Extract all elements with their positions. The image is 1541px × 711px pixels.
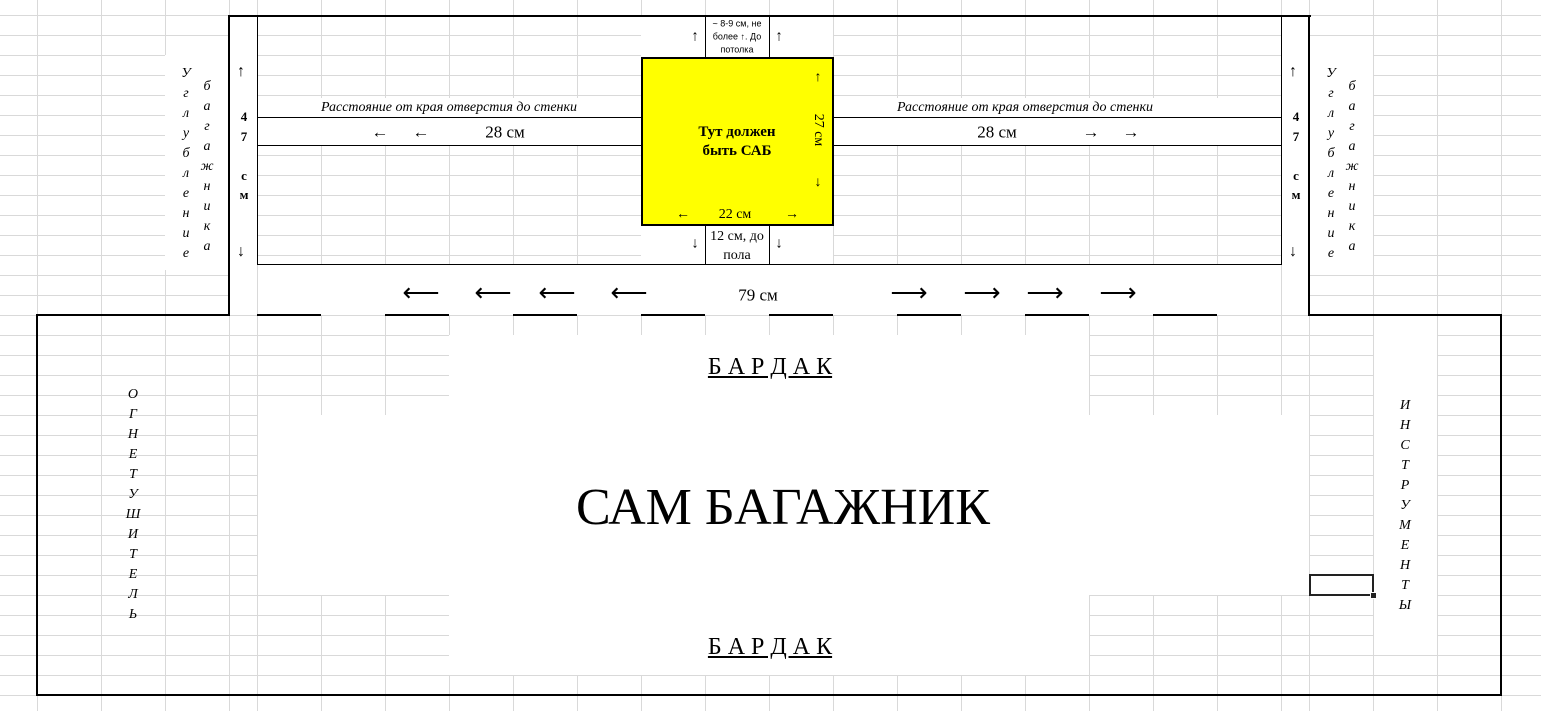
arrow-left-icon: ← [412, 122, 430, 142]
left-distance-value: 28 см [485, 122, 525, 142]
arrow-right-icon: → [1122, 122, 1140, 142]
trunk-recess-left-border [228, 15, 230, 316]
trunk-label: САМ БАГАЖНИК [576, 479, 990, 536]
grid-row-line [0, 675, 1541, 676]
arrow-down-icon: ↓ [775, 235, 783, 252]
right-distance-caption: Расстояние от края отверстия до стенки [896, 100, 1154, 115]
arrow-up-icon: ↑ [1289, 63, 1297, 80]
merged-cell [1282, 17, 1309, 315]
trunk-left-border [36, 314, 38, 696]
border-line [705, 224, 706, 265]
arrow-up-icon: ↑ [691, 28, 699, 45]
trunk-top-border [1308, 314, 1502, 316]
subwoofer-label: Тут должен быть САБ [698, 124, 776, 159]
trunk-opening-dash [513, 314, 577, 316]
trunk-opening-dash [257, 314, 321, 316]
merged-cell [165, 55, 229, 270]
merged-cell [230, 17, 257, 315]
subwoofer-width: 22 см [718, 207, 752, 222]
arrow-left-icon: ← [371, 122, 389, 142]
arrow-up-icon: ↑ [814, 70, 822, 85]
trunk-opening-dash [1025, 314, 1089, 316]
long-arrow-right-icon: ⟶ [1026, 278, 1064, 307]
merged-cell [449, 595, 1089, 675]
arrow-down-icon: ↓ [691, 235, 699, 252]
border-line [705, 16, 706, 57]
merged-cell [1374, 317, 1437, 637]
long-arrow-right-icon: ⟶ [963, 278, 1001, 307]
arrow-down-icon: ↓ [1289, 243, 1297, 260]
border-line [257, 16, 258, 265]
merged-cell [258, 415, 1309, 595]
border-line [833, 117, 1282, 118]
border-line [833, 145, 1282, 146]
trunk-opening-dash [897, 314, 961, 316]
merged-cell [449, 335, 1089, 415]
arrow-up-icon: ↑ [775, 28, 783, 45]
trunk-top-border [36, 314, 230, 316]
arrow-left-icon: ← [676, 207, 690, 222]
trunk-opening-dash [641, 314, 705, 316]
clutter-label-bottom: Б А Р Д А К [707, 634, 833, 660]
trunk-opening-dash [769, 314, 833, 316]
arrow-up-icon: ↑ [237, 63, 245, 80]
trunk-opening-dash [1153, 314, 1217, 316]
selected-cell[interactable] [1309, 574, 1377, 599]
clutter-label-top: Б А Р Д А К [707, 354, 833, 380]
trunk-bottom-border [36, 694, 1502, 696]
long-arrow-left-icon: ⟵ [402, 278, 440, 307]
long-arrow-right-icon: ⟶ [890, 278, 928, 307]
long-arrow-left-icon: ⟵ [474, 278, 512, 307]
subwoofer-height: 27 см [811, 113, 826, 147]
trunk-opening-dash [385, 314, 449, 316]
merged-cell [1309, 55, 1373, 270]
floor-clearance-note: 12 см, до пола [710, 229, 764, 263]
left-distance-caption: Расстояние от края отверстия до стенки [320, 100, 578, 115]
ceiling-clearance-note: ~ 8-9 см, не более ↑. До потолка [712, 18, 762, 55]
border-line [769, 16, 770, 57]
merged-cell [258, 265, 1281, 315]
arrow-right-icon: → [785, 207, 799, 222]
long-arrow-left-icon: ⟵ [538, 278, 576, 307]
merged-cell [833, 98, 1281, 145]
arrow-down-icon: ↓ [237, 243, 245, 260]
border-line [257, 145, 641, 146]
arrow-down-icon: ↓ [814, 175, 822, 190]
border-line [769, 224, 770, 265]
right-distance-value: 28 см [977, 122, 1017, 142]
arrow-right-icon: → [1082, 122, 1100, 142]
long-arrow-left-icon: ⟵ [610, 278, 648, 307]
long-arrow-right-icon: ⟶ [1099, 278, 1137, 307]
trunk-right-border [1500, 314, 1502, 696]
trunk-recess-right-border [1308, 15, 1310, 316]
total-width-value: 79 см [738, 285, 778, 305]
border-line [1281, 16, 1282, 265]
subwoofer-box [641, 57, 834, 226]
merged-cell [258, 98, 641, 145]
border-line [257, 117, 641, 118]
trunk-recess-top-border [228, 15, 1311, 17]
